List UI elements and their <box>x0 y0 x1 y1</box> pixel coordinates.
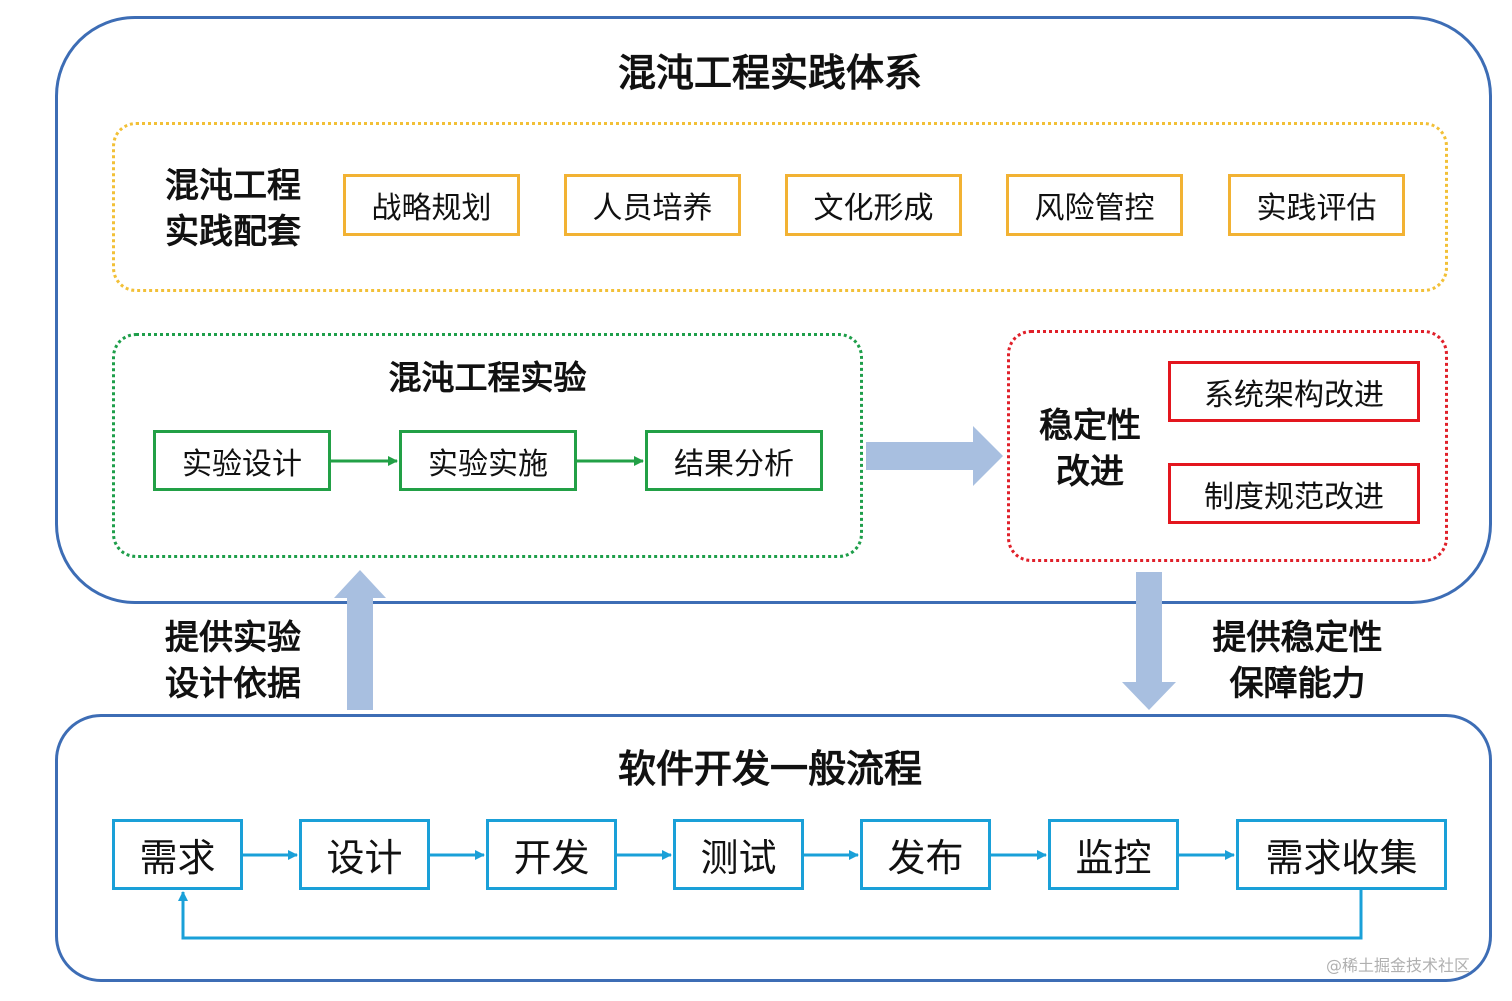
process-step-monitoring: 监控 <box>1048 819 1179 890</box>
process-step-design: 设计 <box>299 819 430 890</box>
support-item-evaluation: 实践评估 <box>1228 174 1405 236</box>
support-item-risk: 风险管控 <box>1006 174 1183 236</box>
process-title: 软件开发一般流程 <box>617 746 922 791</box>
experiment-step-analysis: 结果分析 <box>645 430 823 491</box>
process-step-requirements: 需求 <box>112 819 243 890</box>
support-item-strategy: 战略规划 <box>343 174 520 236</box>
process-step-requirements-collection: 需求收集 <box>1236 819 1447 890</box>
left-arrow-label-line1: 提供实验 <box>165 618 301 658</box>
experiment-group <box>112 333 863 558</box>
support-title-line2: 实践配套 <box>165 212 301 252</box>
chaos-practice-system-frame <box>55 16 1492 604</box>
process-step-testing: 测试 <box>673 819 804 890</box>
process-step-release: 发布 <box>860 819 991 890</box>
experiment-step-design: 实验设计 <box>153 430 331 491</box>
software-process-frame <box>55 714 1492 982</box>
right-arrow-label-line2: 保障能力 <box>1229 664 1366 704</box>
support-item-culture: 文化形成 <box>785 174 962 236</box>
experiment-title: 混沌工程实验 <box>388 358 587 397</box>
main-title: 混沌工程实践体系 <box>617 50 922 95</box>
stability-title-line2: 改进 <box>1056 452 1124 492</box>
experiment-step-execute: 实验实施 <box>399 430 577 491</box>
support-title-line1: 混沌工程 <box>165 166 301 206</box>
watermark: @稀土掘金技术社区 <box>1326 956 1471 975</box>
stability-item-regulation: 制度规范改进 <box>1168 463 1420 524</box>
support-group <box>112 122 1448 292</box>
stability-group <box>1007 330 1448 562</box>
process-step-development: 开发 <box>486 819 617 890</box>
stability-item-architecture: 系统架构改进 <box>1168 361 1420 422</box>
stability-title-line1: 稳定性 <box>1039 406 1141 446</box>
left-arrow-label-line2: 设计依据 <box>165 664 301 704</box>
support-item-training: 人员培养 <box>564 174 741 236</box>
right-arrow-label-line1: 提供稳定性 <box>1212 618 1383 658</box>
